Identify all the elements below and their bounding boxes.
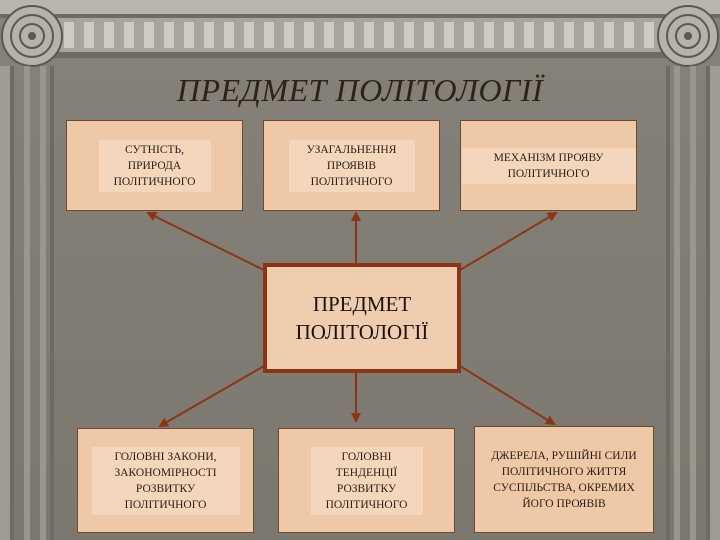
center-line-1: ПРЕДМЕТ [312,292,412,316]
arrow-to-top-left [146,212,265,271]
box-essence: СУТНІСТЬ, ПРИРОДА ПОЛІТИЧНОГО [66,120,243,211]
center-line-2: ПОЛІТОЛОГІЇ [295,320,429,344]
arrow-to-bottom-right [459,365,556,426]
arrow-to-top-right [459,211,558,271]
box-laws: ГОЛОВНІ ЗАКОНИ, ЗАКОНОМІРНОСТІ РОЗВИТКУ … [77,428,254,533]
box-sources-label: ДЖЕРЕЛА, РУШІЙНІ СИЛИ ПОЛІТИЧНОГО ЖИТТЯ … [491,449,637,510]
box-trends-label: ГОЛОВНІ ТЕНДЕНЦІЇ РОЗВИТКУ ПОЛІТИЧНОГО [310,446,423,515]
box-sources: ДЖЕРЕЛА, РУШІЙНІ СИЛИ ПОЛІТИЧНОГО ЖИТТЯ … [474,426,654,533]
arrow-to-bottom-left [158,365,265,427]
center-subject-label: ПРЕДМЕТ ПОЛІТОЛОГІЇ [296,290,429,346]
box-laws-label: ГОЛОВНІ ЗАКОНИ, ЗАКОНОМІРНОСТІ РОЗВИТКУ … [91,446,240,515]
box-mechanism: МЕХАНІЗМ ПРОЯВУ ПОЛІТИЧНОГО [460,120,637,211]
box-trends: ГОЛОВНІ ТЕНДЕНЦІЇ РОЗВИТКУ ПОЛІТИЧНОГО [278,428,455,533]
slide-title: ПРЕДМЕТ ПОЛІТОЛОГІЇ [176,72,544,108]
center-subject-box: ПРЕДМЕТ ПОЛІТОЛОГІЇ [263,263,461,373]
box-mechanism-label: МЕХАНІЗМ ПРОЯВУ ПОЛІТИЧНОГО [461,147,636,184]
box-generalization-label: УЗАГАЛЬНЕННЯ ПРОЯВІВ ПОЛІТИЧНОГО [288,139,415,192]
box-generalization: УЗАГАЛЬНЕННЯ ПРОЯВІВ ПОЛІТИЧНОГО [263,120,440,211]
box-essence-label: СУТНІСТЬ, ПРИРОДА ПОЛІТИЧНОГО [98,139,211,192]
